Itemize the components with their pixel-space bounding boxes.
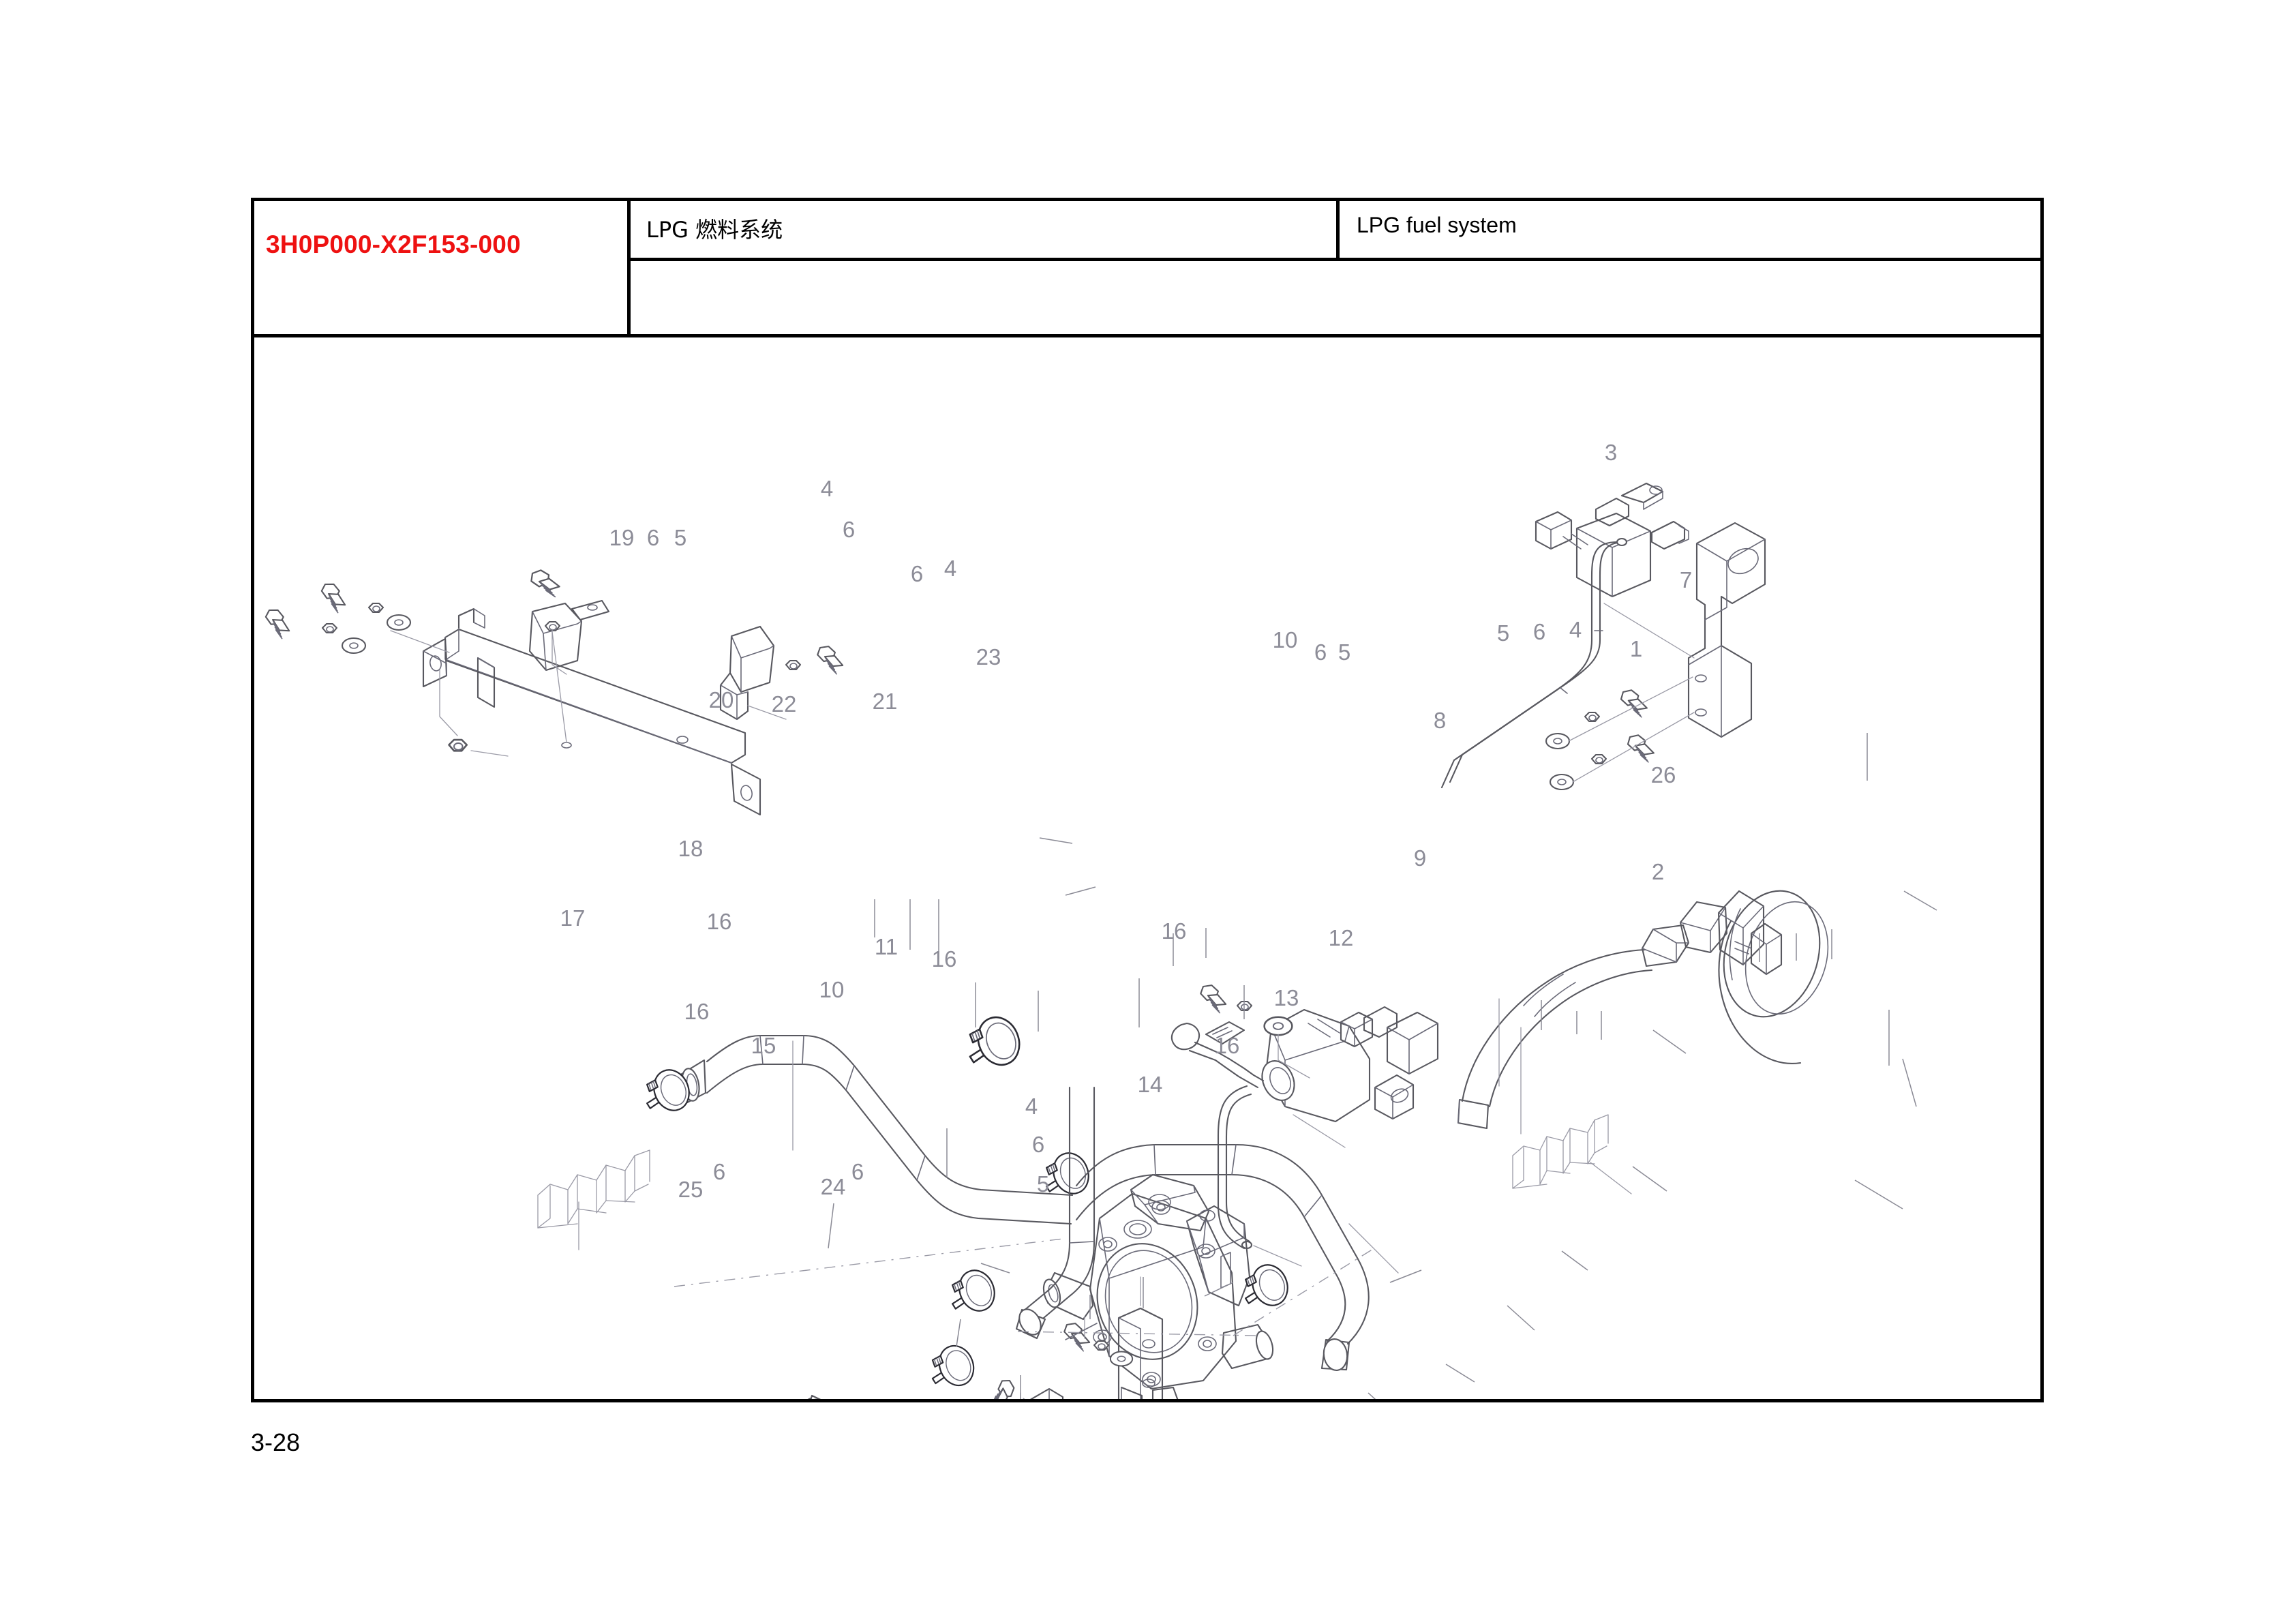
regulator-9 [1170,1006,1439,1148]
callout-number: 16 [1162,918,1187,944]
callout-number: 8 [1434,708,1446,733]
callout-number: 21 [873,689,898,714]
bracket-11 [1117,1276,1164,1399]
callout-number: 6 [1032,1132,1044,1157]
callout-leaders [828,733,1937,1399]
hose-clamp-16-mixer-left [952,1264,1001,1317]
vent-tube-12 [1217,1085,1302,1267]
callout-number: 5 [1497,620,1509,646]
callout-number: 16 [932,946,957,972]
base-plate [1029,1323,1143,1399]
mixer-body-14 [1042,1173,1274,1399]
clip-center-top [528,599,610,672]
drawing-frame [251,337,2044,1402]
callout-number: 6 [843,517,855,542]
callout-number: 19 [609,525,635,550]
callout-number: 4 [944,556,956,581]
fastener-10-bracket11 [1059,1316,1134,1367]
callout-number: 6 [851,1159,864,1184]
callout-number: 23 [976,644,1001,670]
diagram-title-chinese: LPG 燃料系统 [646,217,783,243]
centerline-mixer [1017,1331,1258,1336]
callout-number: 6 [1314,640,1327,665]
callout-number: 1 [1630,636,1642,661]
callout-number: 4 [1569,617,1582,642]
hose-support-2 [1512,1114,1632,1194]
callout-number: 10 [1273,627,1298,652]
callout-number: 5 [1037,1171,1049,1197]
fastener-group-19-6-5 [259,580,450,655]
callout-number: 24 [821,1174,846,1199]
callout-number: 12 [1329,925,1354,950]
callout-number: 15 [751,1033,776,1058]
fuel-hose-13 [1075,1143,1399,1371]
centerline-left [674,1238,1063,1287]
mounting-bracket-7 [1687,522,1766,738]
centerline-right [1233,1246,1377,1336]
fastener-4-6-right [785,643,848,676]
callout-number: 26 [1651,762,1676,787]
callout-number: 3 [1605,440,1617,465]
callout-number: 6 [1533,619,1545,644]
fuel-hose-18 [678,1034,1074,1225]
callout-number: 10 [819,977,845,1002]
fastener-5-6-4-right [1545,676,1695,791]
title-block-divider-right [1336,198,1340,259]
callout-number: 5 [1338,640,1350,665]
hose-clamp-23 [969,1010,1027,1072]
hose-clamp-16-mixer-right [1245,1259,1295,1312]
title-block-divider-horizontal [627,258,2044,261]
parts-diagram-svg: .ln{fill:none;stroke:#6a6a78;stroke-widt… [259,440,1937,1399]
callout-number: 20 [709,687,734,712]
solenoid-valve-3 [1535,482,1689,598]
callout-number: 7 [1680,567,1692,592]
callout-number: 16 [684,999,710,1024]
callout-number: 18 [678,836,704,861]
parts-diagram: .ln{fill:none;stroke:#6a6a78;stroke-widt… [254,337,2040,1399]
title-block-divider-left [627,198,631,337]
callout-number: 16 [707,909,732,934]
callout-number: 6 [647,525,659,550]
fastener-20 [439,670,509,757]
clip-21 [719,625,787,721]
callout-number: 9 [1414,845,1426,871]
page-number: 3-28 [251,1428,301,1456]
air-hose-1 [1457,890,1829,1134]
callout-number: 11 [875,934,898,959]
fuel-pipe-8 [1440,537,1695,789]
fuel-hose-15 [807,1394,832,1399]
callout-number: 17 [560,905,586,931]
diagram-title-english: LPG fuel system [1357,213,1517,237]
callout-number: 6 [911,561,923,586]
fastener-10-6-5-regulator [1196,982,1310,1079]
fuel-hose-vertical [1015,1086,1096,1340]
bracket-22-assembly [422,607,761,816]
callout-number: 14 [1138,1072,1163,1097]
callout-number: 2 [1652,859,1664,884]
callout-number: 16 [1215,1033,1240,1058]
callout-number: 4 [821,476,833,501]
callout-number: 6 [713,1159,725,1184]
callout-number: 5 [674,525,686,550]
callout-number: 25 [678,1177,704,1202]
callout-number: 4 [1025,1094,1038,1119]
title-block [251,198,2044,337]
part-number: 3H0P000-X2F153-000 [266,230,521,258]
callout-number: 13 [1274,985,1299,1010]
fastener-4-6-center [528,568,572,749]
hose-support-17 [537,1149,650,1250]
callout-number: 22 [772,691,797,717]
hose-clamp-16-hose15 [931,1340,980,1392]
